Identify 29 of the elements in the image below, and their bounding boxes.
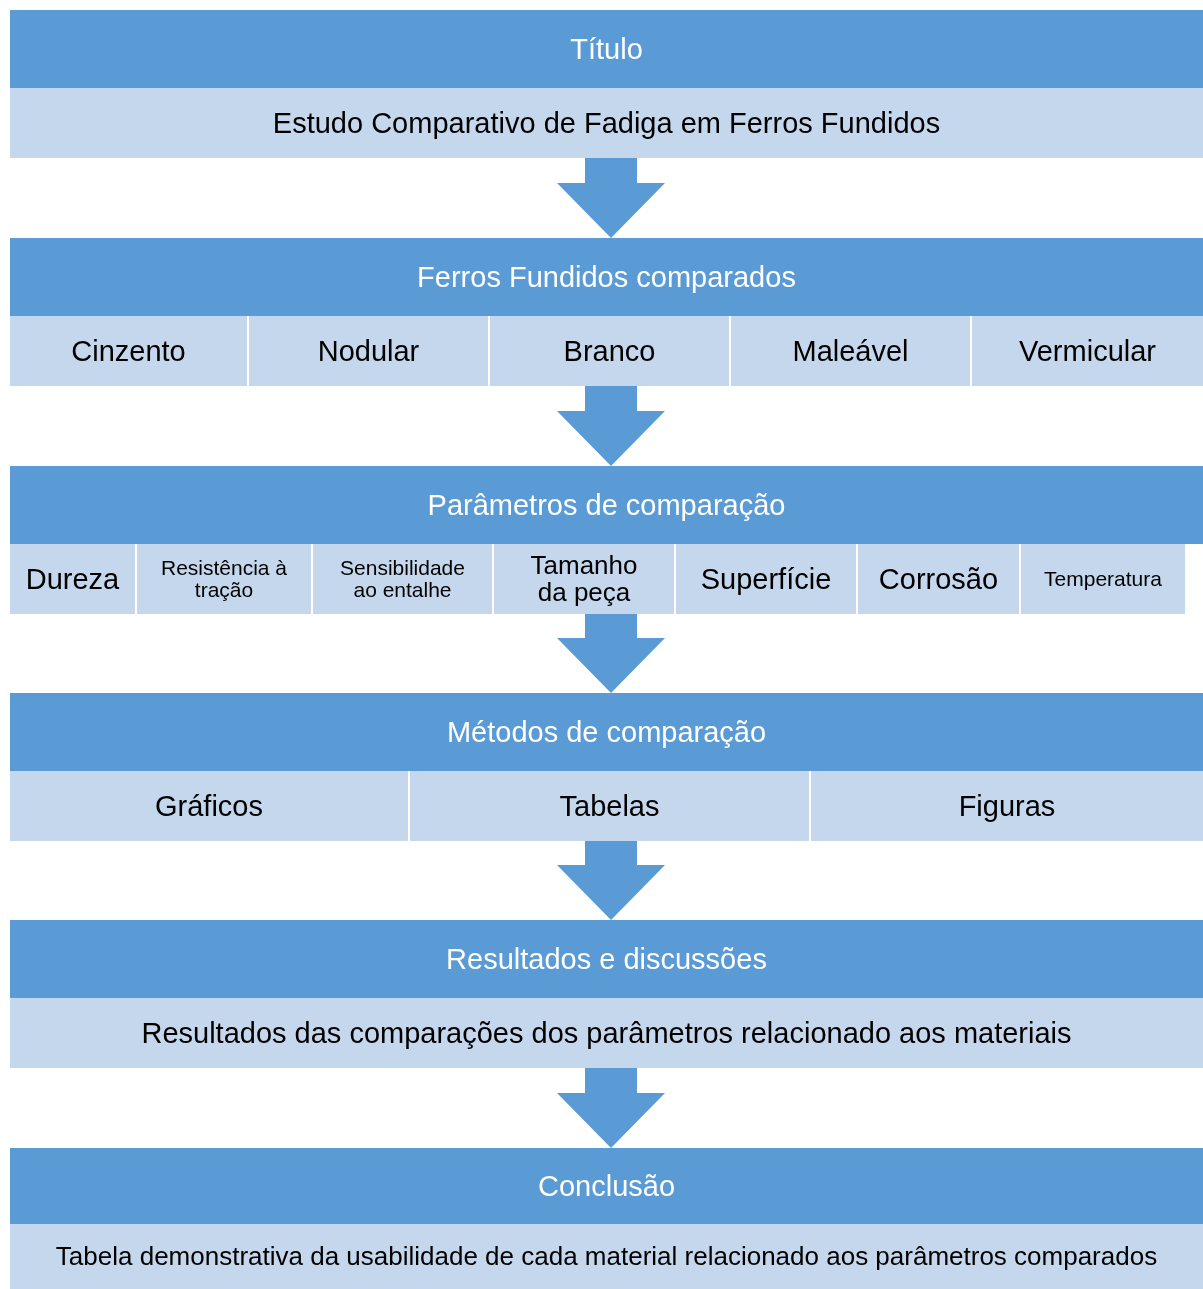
- item-box: Resultados das comparações dos parâmetros relacionado aos materiais: [10, 998, 1203, 1068]
- section-header: Parâmetros de comparação: [10, 466, 1203, 544]
- section-header: Resultados e discussões: [10, 920, 1203, 998]
- section-header: Título: [10, 10, 1203, 88]
- item-box: Temperatura: [1021, 544, 1185, 614]
- down-arrow: [557, 1068, 665, 1148]
- item-box: Tabela demonstrativa da usabilidade de cada material relacionado aos parâmetros comparados: [10, 1224, 1203, 1289]
- item-box: Sensibilidade ao entalhe: [313, 544, 492, 614]
- section-header: Conclusão: [10, 1148, 1203, 1224]
- item-box: Dureza: [10, 544, 135, 614]
- down-arrow: [557, 386, 665, 466]
- down-arrow: [557, 614, 665, 693]
- section-header: Métodos de comparação: [10, 693, 1203, 771]
- item-box: Cinzento: [10, 316, 247, 386]
- item-box: Tamanho da peça: [494, 544, 674, 614]
- section-header: Ferros Fundidos comparados: [10, 238, 1203, 316]
- item-box: Resistência à tração: [137, 544, 311, 614]
- item-box: Corrosão: [858, 544, 1019, 614]
- item-box: Gráficos: [10, 771, 408, 841]
- item-box: Estudo Comparativo de Fadiga em Ferros Fundidos: [10, 88, 1203, 158]
- down-arrow: [557, 158, 665, 238]
- item-box: Branco: [490, 316, 729, 386]
- item-box: Superfície: [676, 544, 856, 614]
- item-box: Maleável: [731, 316, 970, 386]
- item-box: Tabelas: [410, 771, 809, 841]
- item-box: Figuras: [811, 771, 1203, 841]
- down-arrow: [557, 841, 665, 920]
- item-box: Vermicular: [972, 316, 1203, 386]
- item-box: Nodular: [249, 316, 488, 386]
